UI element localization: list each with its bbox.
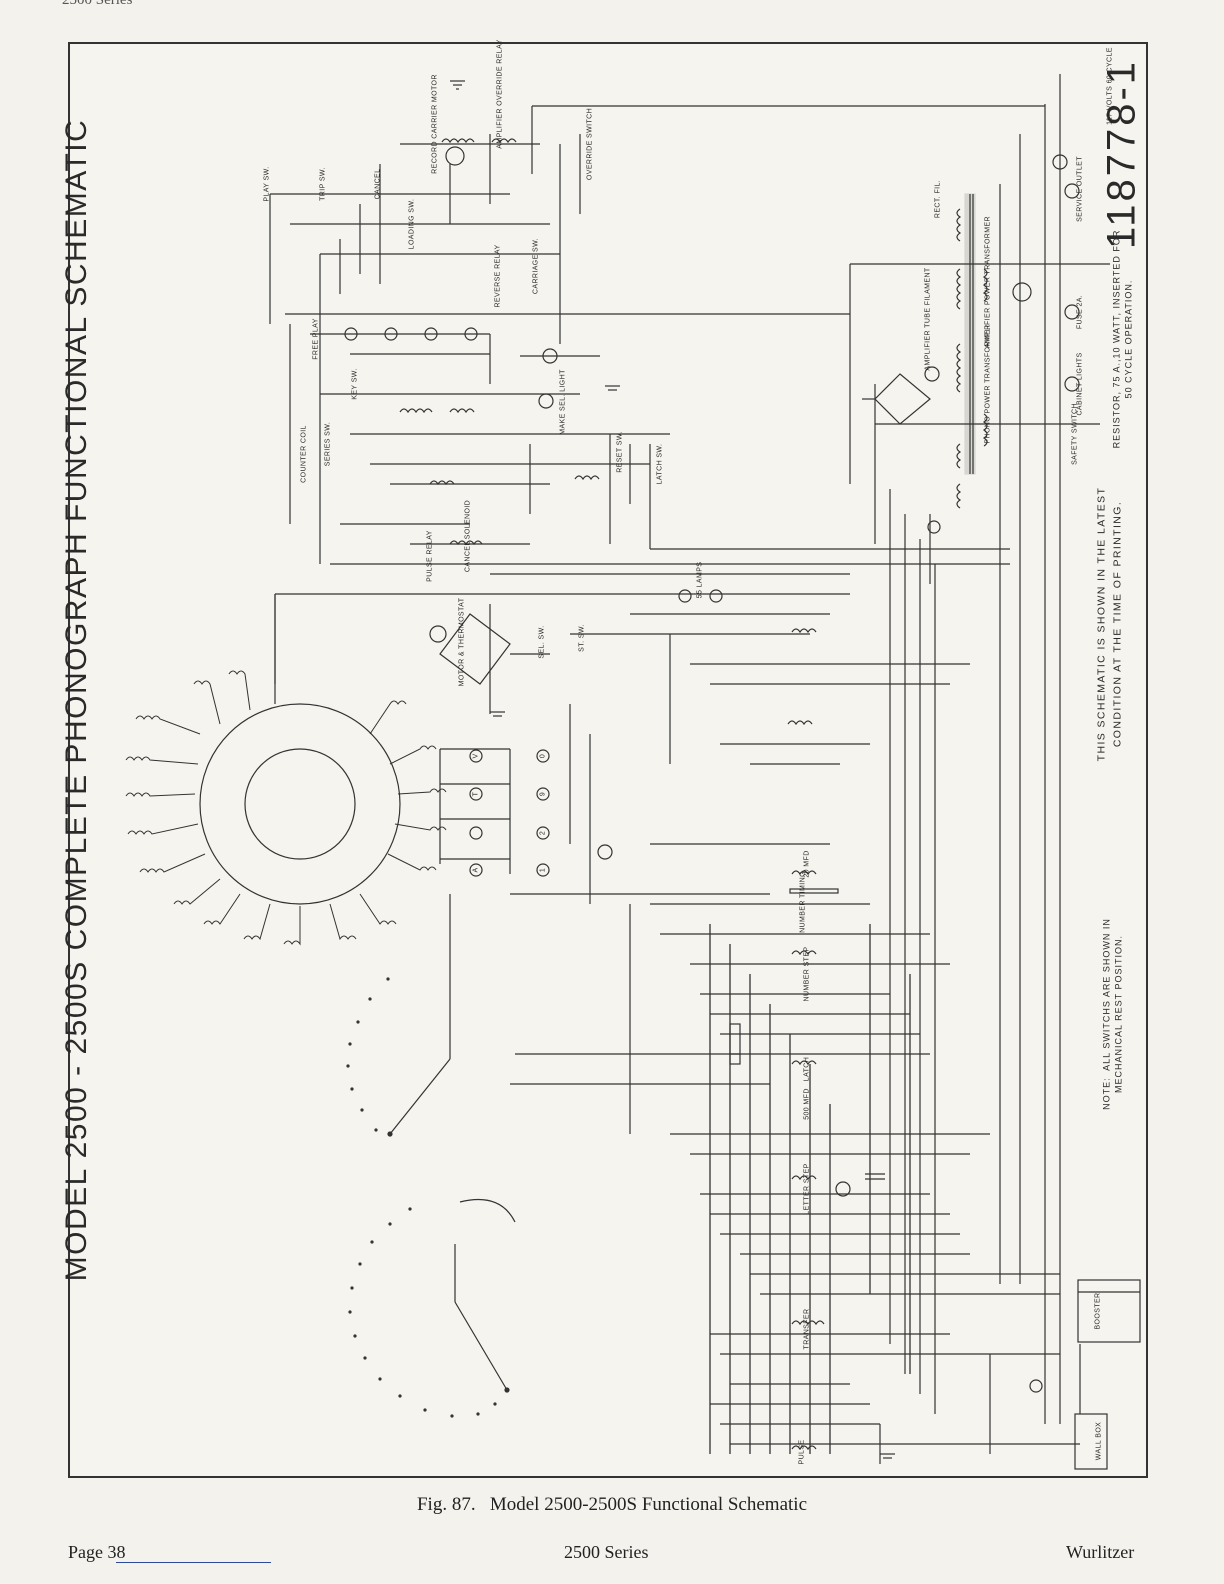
running-head: 2500 Series — [62, 0, 133, 8]
stepper-relays — [510, 870, 1080, 1454]
power-rails — [531, 74, 1110, 1424]
number-dial — [346, 894, 451, 1137]
figure-caption: Fig. 87. Model 2500-2500S Functional Sch… — [0, 1494, 1224, 1516]
footer-page: Page 38 — [68, 1542, 271, 1563]
footer-brand: Wurlitzer — [1066, 1542, 1135, 1562]
page-number: Page 38 — [68, 1542, 126, 1562]
stepper-disc — [125, 594, 447, 946]
ground-symbols — [450, 80, 895, 1459]
figure-number: Fig. 87. — [416, 1494, 476, 1515]
selector-grid — [439, 734, 770, 1134]
letter-dial — [348, 1198, 516, 1418]
footer-series: 2500 Series — [564, 1542, 649, 1562]
bridge-rectifier — [862, 373, 931, 425]
figure-text: Model 2500-2500S Functional Schematic — [489, 1494, 807, 1515]
schematic-frame: PLAY SW. TRIP SW. CANCEL RECORD CARRIER … — [68, 39, 1148, 1478]
transformers — [924, 154, 1080, 1393]
relay-section — [269, 134, 1010, 564]
middle-section — [274, 563, 1010, 860]
booster-wallbox — [879, 1279, 1141, 1470]
schematic-drawing — [125, 74, 1141, 1470]
